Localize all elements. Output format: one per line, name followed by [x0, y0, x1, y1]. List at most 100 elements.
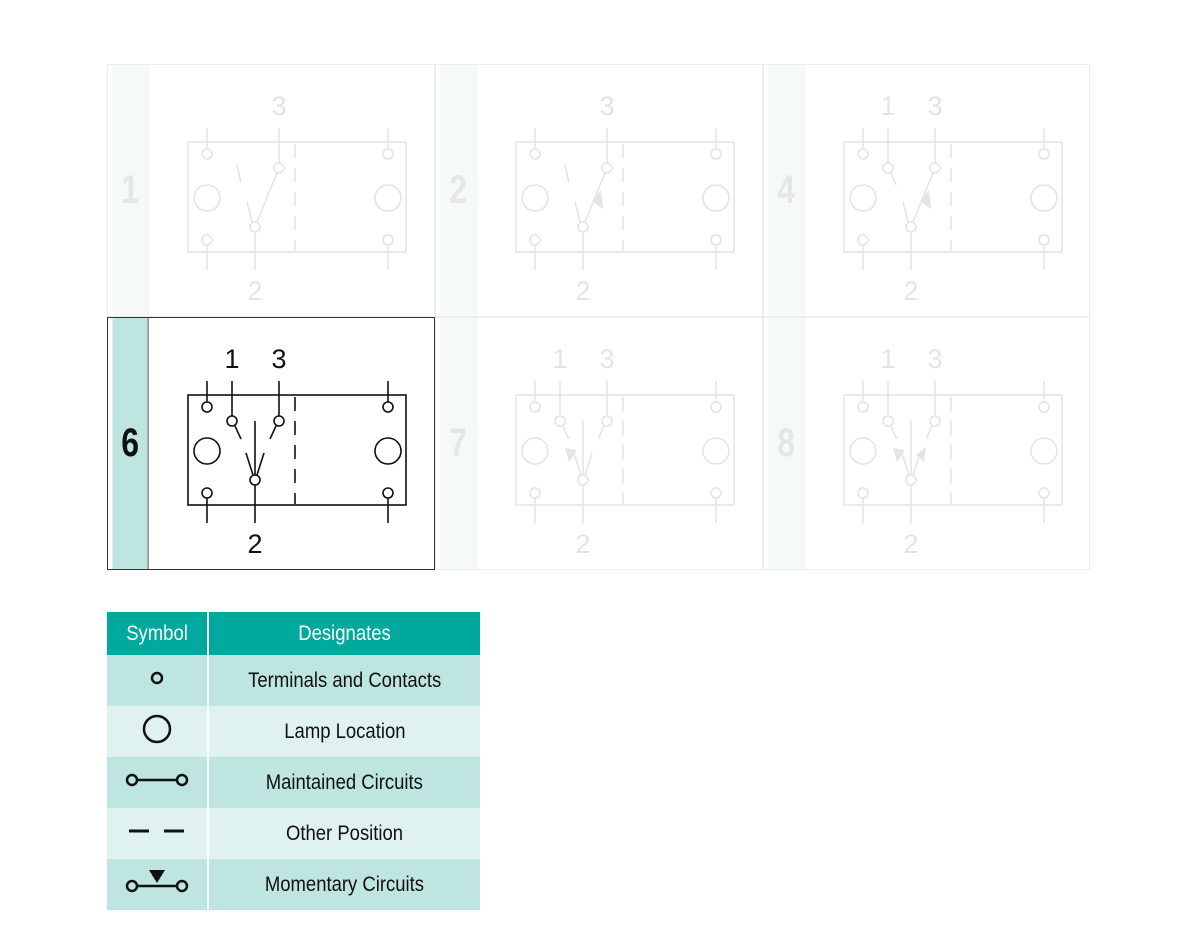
other-position-icon — [129, 829, 184, 832]
designates-header-text: Designates — [298, 621, 391, 645]
switch-blade — [901, 452, 910, 476]
lamp-icon — [521, 184, 549, 212]
terminal-icon — [710, 148, 722, 160]
legend-label: Terminals and Contacts — [247, 668, 442, 692]
terminal-label: 1 — [880, 91, 895, 121]
switch-blade — [256, 172, 278, 223]
terminal-label: 3 — [599, 344, 614, 374]
legend-label: Maintained Circuits — [265, 770, 424, 794]
momentary-arrow-icon — [920, 190, 931, 209]
diagram-number: 7 — [440, 318, 477, 569]
terminal-label: 3 — [599, 91, 614, 121]
symbol-legend-table: Symbol Designates Terminals and Contacts… — [107, 612, 480, 910]
diagram-number: 2 — [440, 65, 477, 316]
contact-stub — [925, 425, 933, 440]
terminal-icon — [201, 234, 213, 246]
contact-stub — [564, 164, 570, 184]
terminal-icon — [710, 401, 722, 413]
contact-icon — [273, 415, 285, 427]
terminal-icon — [201, 148, 213, 160]
terminal-label: 2 — [247, 529, 262, 559]
contact-icon — [882, 415, 894, 427]
switch-blade — [912, 452, 921, 476]
terminal-icon — [150, 671, 164, 684]
terminal-label: 1 — [224, 344, 239, 374]
switch-blade — [256, 452, 265, 476]
momentary-arrow-icon — [565, 448, 577, 462]
terminal-label: 1 — [552, 344, 567, 374]
terminal-icon — [1038, 487, 1050, 499]
maintained-circuit-icon — [125, 773, 189, 786]
lamp-icon — [849, 184, 877, 212]
circuit-diagram: 2 1 3 — [153, 318, 434, 569]
switch-blade — [573, 452, 582, 476]
circuit-svg: 2 1 3 — [187, 344, 407, 559]
terminal-label: 3 — [927, 344, 942, 374]
designates-column-header: Designates — [208, 612, 480, 655]
lamp-icon — [702, 437, 730, 465]
diagram-number: 1 — [112, 65, 149, 316]
lamp-icon — [1030, 184, 1058, 212]
symbol-column-header: Symbol — [107, 612, 209, 655]
diagram-number: 4 — [768, 65, 805, 316]
switch-housing — [187, 394, 407, 506]
terminal-label: 2 — [247, 276, 262, 306]
contact-icon — [929, 415, 941, 427]
contact-icon — [226, 415, 238, 427]
contact-icon — [882, 162, 894, 174]
terminal-icon — [857, 234, 869, 246]
contact-stub — [562, 425, 570, 440]
terminal-icon — [382, 487, 394, 499]
legend-label: Lamp Location — [283, 719, 406, 743]
common-terminal-icon — [905, 474, 917, 486]
common-terminal-icon — [249, 221, 261, 233]
momentary-arrow-icon — [592, 190, 603, 209]
common-terminal-icon — [249, 474, 261, 486]
switch-housing — [515, 141, 735, 253]
terminal-icon — [382, 401, 394, 413]
terminal-label: 2 — [903, 529, 918, 559]
terminal-label: 3 — [271, 344, 286, 374]
contact-stub — [890, 172, 897, 186]
contact-stub — [234, 425, 242, 440]
diagram-number: 6 — [112, 318, 149, 569]
terminal-icon — [710, 234, 722, 246]
legend-row: Other Position — [107, 808, 480, 859]
common-terminal-icon — [905, 221, 917, 233]
lamp-icon — [193, 437, 221, 465]
switch-blade — [584, 452, 593, 476]
terminal-icon — [529, 234, 541, 246]
terminal-label: 2 — [903, 276, 918, 306]
legend-row: Momentary Circuits — [107, 859, 480, 910]
terminal-icon — [857, 401, 869, 413]
switch-housing — [187, 141, 407, 253]
contact-icon — [554, 415, 566, 427]
terminal-icon — [710, 487, 722, 499]
switch-housing — [843, 394, 1063, 506]
contact-stub — [890, 425, 898, 440]
terminal-icon — [1038, 401, 1050, 413]
legend-label: Other Position — [285, 821, 404, 845]
legend-header: Symbol Designates — [107, 612, 480, 655]
terminal-icon — [201, 487, 213, 499]
terminal-label: 3 — [271, 91, 286, 121]
terminal-icon — [382, 234, 394, 246]
legend-row: Terminals and Contacts — [107, 655, 480, 706]
lamp-icon — [849, 437, 877, 465]
contact-icon — [601, 162, 613, 174]
lamp-icon — [702, 184, 730, 212]
lamp-icon — [142, 714, 172, 743]
momentary-arrow-icon — [893, 448, 905, 462]
diagram-cell-6[interactable]: 6 2 1 3 — [107, 317, 435, 570]
